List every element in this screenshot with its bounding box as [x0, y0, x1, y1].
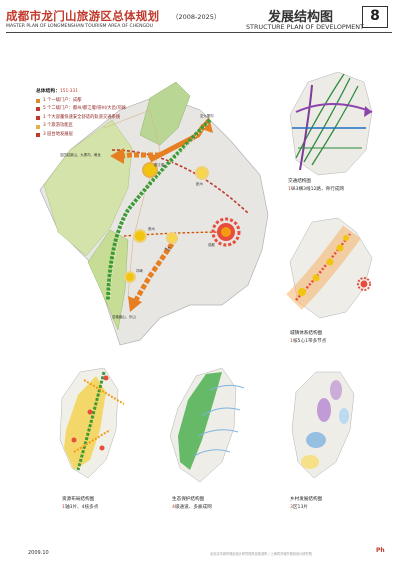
legend-item: 3 个旅游功能区 — [36, 122, 126, 131]
label-node-5: 邛崃 — [136, 269, 143, 273]
urban-subtitle-num: 1 — [290, 339, 293, 344]
footer-note: 北京清华城市规划设计研究院风景旅游所 / 上海同济城市规划设计研究院 — [210, 552, 312, 556]
label-bottom: 至峨眉山、乐山 — [112, 315, 136, 319]
label-node-2: 彭州 — [196, 182, 203, 186]
village-map — [291, 371, 355, 479]
node-yellow-5 — [124, 271, 136, 283]
title-cn: 成都市龙门山旅游区总体规划 — [6, 9, 160, 23]
legend-item: 1 个大容量快速安全舒适的轨道交通系统 — [36, 114, 126, 123]
mountain-belt-mid — [43, 119, 133, 257]
village-subtitle: 区13片 — [292, 505, 308, 510]
legend-swatch — [36, 116, 40, 121]
label-node-3: 崇州 — [148, 227, 155, 231]
label-top-right: 至九寨沟 — [200, 114, 214, 118]
arrowhead-west — [110, 148, 124, 164]
traffic-title: 交通结构图 — [288, 179, 311, 184]
resource-subtitle: 轴3片、4核多点 — [64, 505, 99, 510]
footer-logo: Ph — [376, 547, 385, 554]
traffic-subtitle-num: 1 — [288, 187, 291, 192]
arc-outer — [111, 149, 249, 214]
resource-subtitle-num: 1 — [62, 505, 65, 510]
node-yellow-2 — [195, 166, 209, 180]
plan-years: （2008-2025） — [172, 13, 221, 21]
ecology-caption: 生态保护结构图 4级通道、多廊成网 — [172, 496, 212, 512]
resource-title: 资源布局结构图 — [62, 497, 95, 502]
node-yellow-1 — [142, 162, 158, 178]
traffic-map — [289, 71, 373, 176]
arrow-to-west — [121, 152, 160, 159]
traffic-caption: 交通结构图 1纵3横3线12路，骨行成网 — [288, 178, 344, 194]
resource-map — [59, 367, 125, 479]
legend-label: 总体结构： — [36, 89, 60, 94]
legend-item-text: 3 个旅游功能区 — [43, 123, 73, 129]
urban-title: 城镇体系结构图 — [290, 331, 323, 336]
ecology-title: 生态保护结构图 — [172, 497, 205, 502]
village-title: 乡村发展结构图 — [290, 497, 323, 502]
ecology-map — [169, 367, 245, 483]
title-en: MASTER PLAN OF LONGMENSHAN TOURISM AREA … — [6, 24, 153, 29]
urban-subtitle: 核5心1带多节点 — [292, 339, 327, 344]
legend-item-text: 5 个二级门户：都州/都江堰/崇州/大邑/邛崃 — [43, 106, 126, 112]
village-caption: 乡村发展结构图 3区13片 — [290, 496, 322, 512]
legend-item: 5 个二级门户：都州/都江堰/崇州/大邑/邛崃 — [36, 105, 126, 114]
section-title-en: STRUCTURE PLAN OF DEVELOPMENT — [246, 23, 364, 31]
arrowhead-south — [128, 296, 142, 312]
page-number: 8 — [362, 6, 388, 28]
structure-legend: 总体结构：151-331 1 个一级门户：成都 5 个二级门户：都州/都江堰/崇… — [36, 88, 126, 140]
urban-map — [286, 217, 373, 319]
legend-item-text: 3 层台地发展层 — [43, 131, 73, 137]
node-yellow-3 — [133, 229, 147, 243]
label-node-1: 都江堰 — [154, 163, 165, 167]
label-node-4: 大邑 — [164, 247, 171, 251]
legend-swatch — [36, 124, 40, 129]
urban-caption: 城镇体系结构图 1核5心1带多节点 — [290, 330, 326, 346]
date: 2009.10 — [28, 550, 49, 556]
legend-swatch — [36, 107, 40, 112]
resource-caption: 资源布局结构图 1轴3片、4核多点 — [62, 496, 98, 512]
chengdu-node — [211, 217, 241, 247]
legend-item-text: 1 个一级门户：成都 — [43, 97, 82, 103]
legend-swatch — [36, 133, 40, 138]
mountain-belt-top — [139, 81, 191, 146]
rail-axis — [106, 118, 212, 301]
legend-item: 3 层台地发展层 — [36, 131, 126, 140]
header-rule — [6, 32, 392, 34]
village-subtitle-num: 3 — [290, 505, 293, 510]
ecology-subtitle-num: 4 — [172, 505, 175, 510]
legend-swatch — [36, 98, 40, 103]
label-node-6: 成都 — [208, 243, 215, 247]
legend-item-text: 1 个大容量快速安全舒适的轨道交通系统 — [43, 114, 121, 120]
section-title-cn: 发展结构图 — [268, 10, 334, 25]
ecology-subtitle: 级通道、多廊成网 — [174, 505, 212, 510]
legend-label-value: 151-331 — [60, 89, 78, 94]
label-left: 至四姑娘山、九寨沟、黄龙 — [60, 153, 101, 157]
node-yellow-4 — [166, 232, 178, 244]
legend-item: 1 个一级门户：成都 — [36, 97, 126, 106]
traffic-subtitle: 纵3横3线12路，骨行成网 — [290, 187, 344, 192]
arrow-to-south — [133, 236, 179, 302]
